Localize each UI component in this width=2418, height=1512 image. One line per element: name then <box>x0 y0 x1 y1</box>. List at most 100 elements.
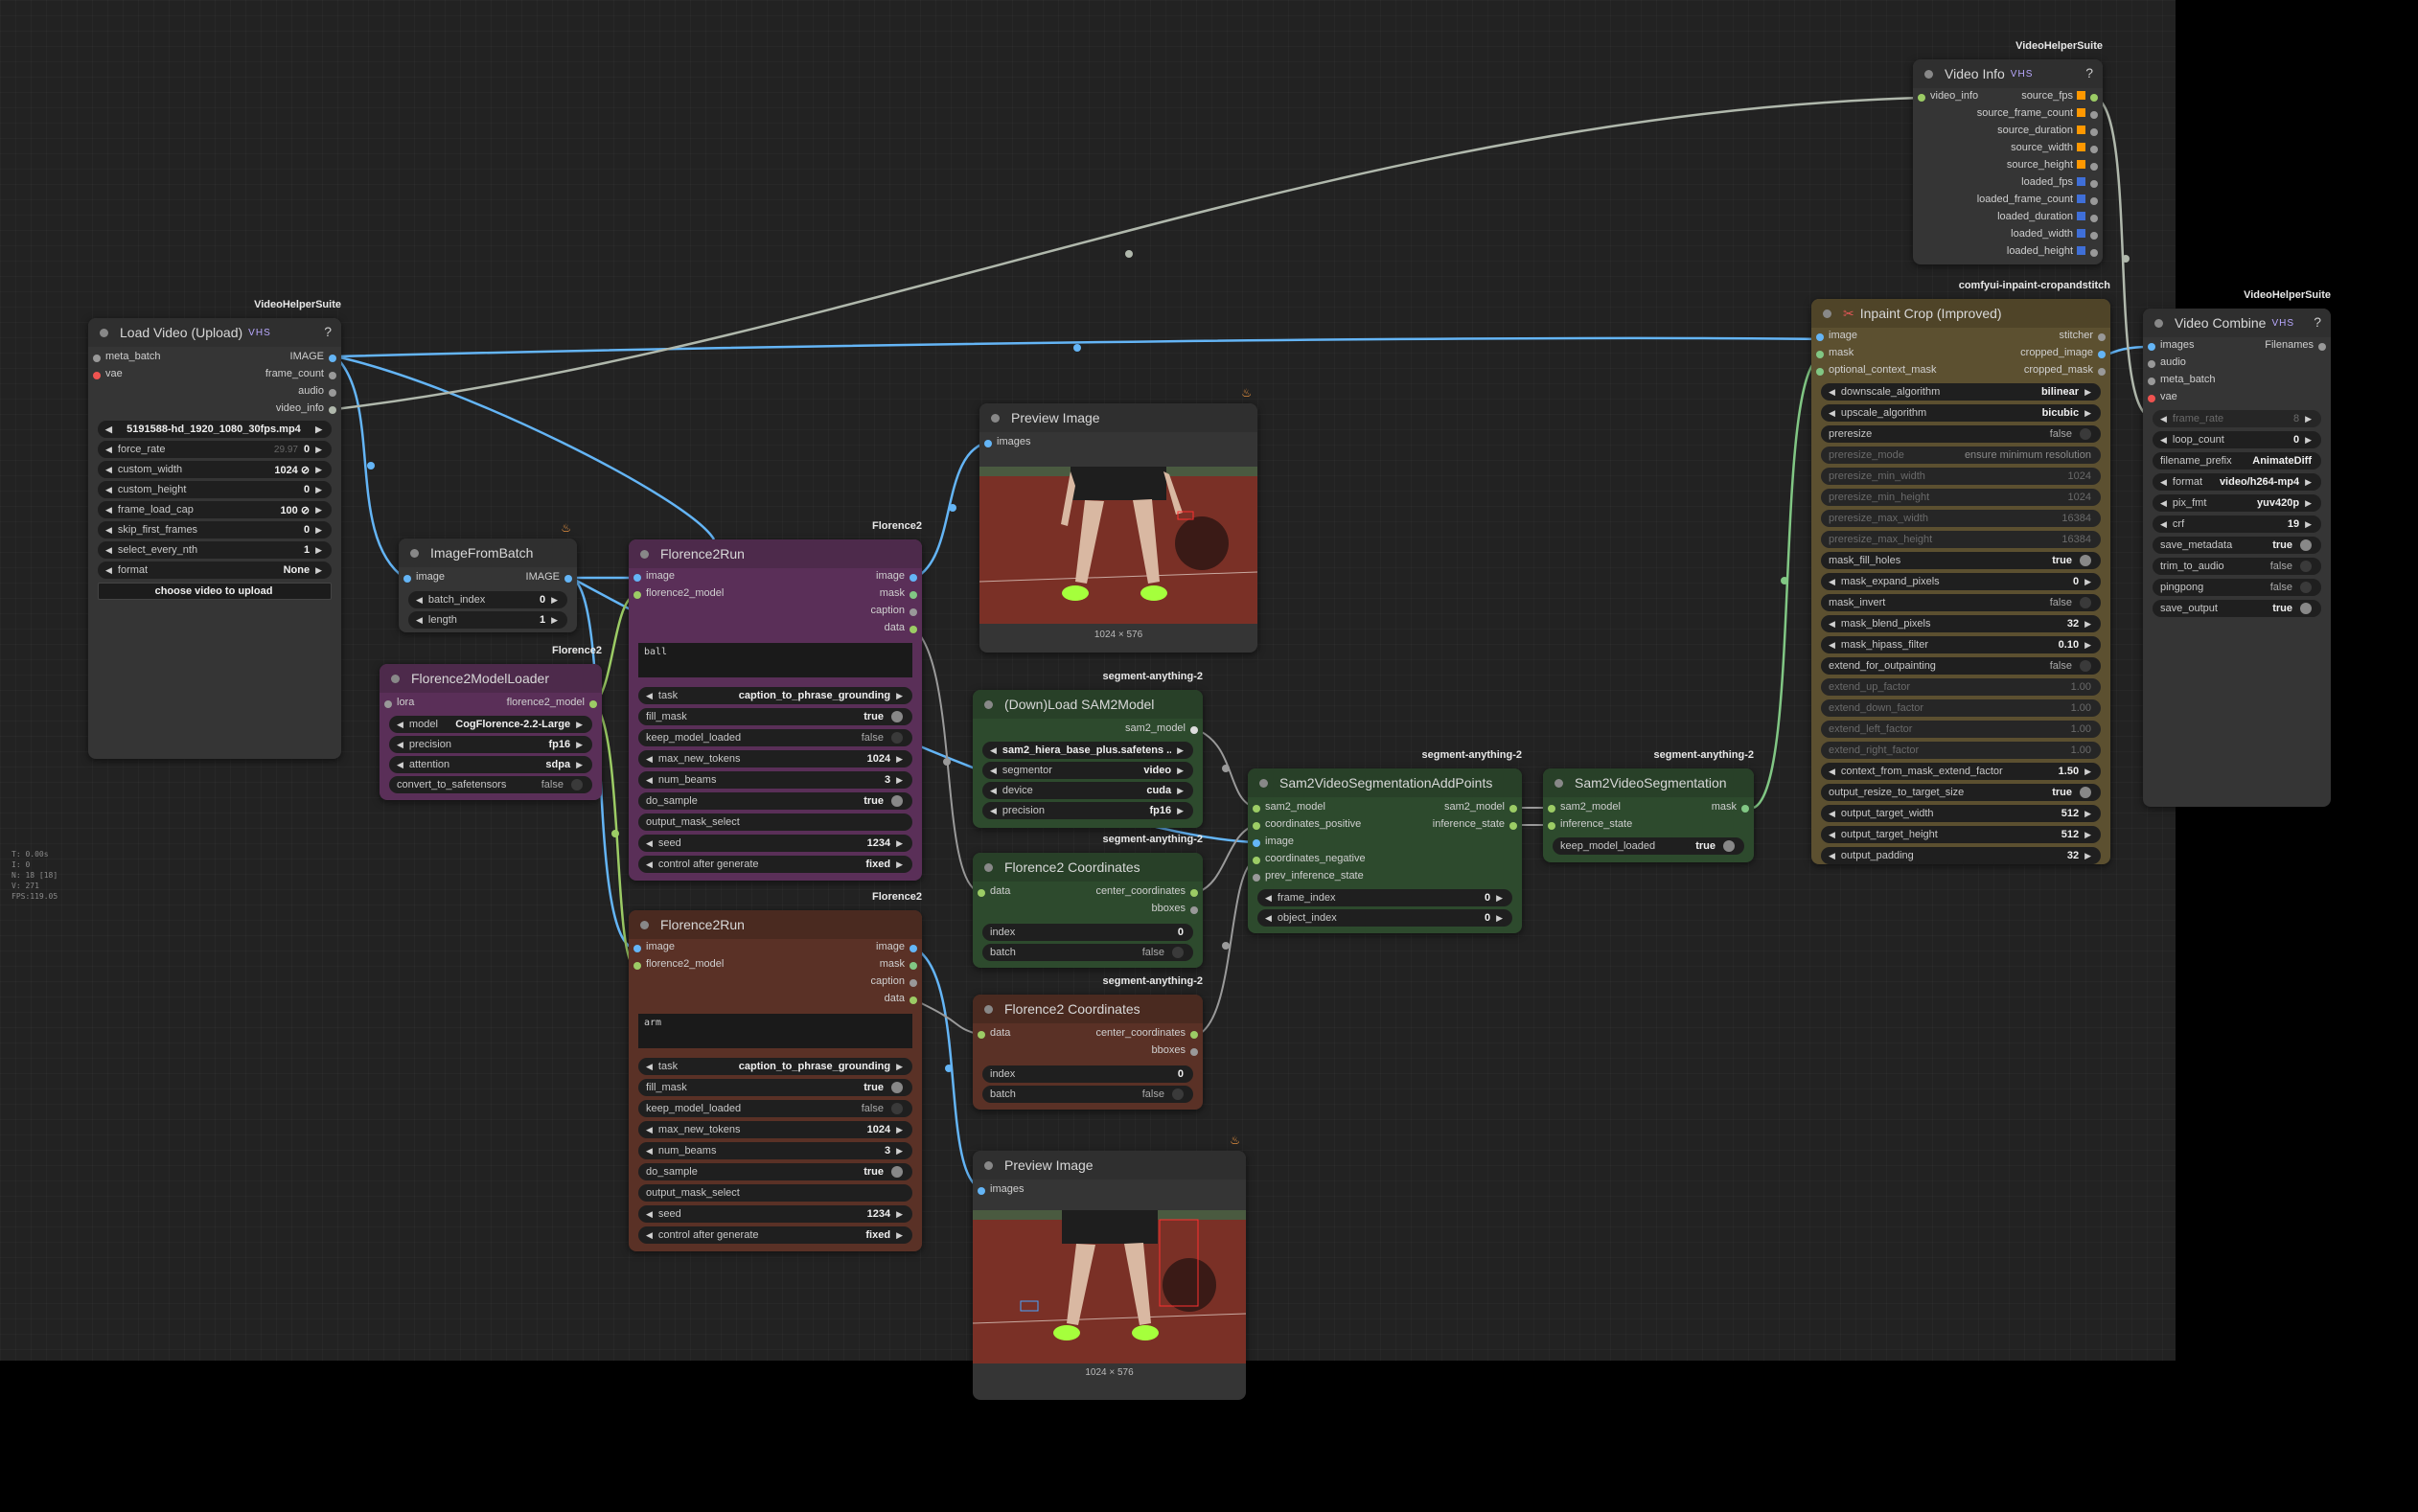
node-header[interactable]: (Down)Load SAM2Model <box>973 690 1203 719</box>
node-header[interactable]: Preview Image <box>973 1151 1246 1180</box>
input-image[interactable]: image <box>1811 330 2110 345</box>
collapse-dot-icon[interactable] <box>640 549 649 559</box>
input-image[interactable]: image <box>629 941 922 956</box>
collapse-dot-icon[interactable] <box>1924 69 1933 79</box>
output-mask-select-field[interactable]: output_mask_select <box>638 813 912 831</box>
collapse-dot-icon[interactable] <box>984 699 993 709</box>
input-audio[interactable]: audio <box>2143 356 2331 372</box>
input-florence2-model[interactable]: florence2_model <box>629 587 922 603</box>
node-sam2-add-points[interactable]: segment-anything-2 Sam2VideoSegmentation… <box>1248 749 1522 933</box>
toggle-icon[interactable] <box>571 779 583 790</box>
node-florence2-coordinates-1[interactable]: segment-anything-2 Florence2 Coordinates… <box>973 834 1203 968</box>
node-image-from-batch[interactable]: ♨ ImageFromBatch image IMAGE ◀batch_inde… <box>399 521 577 632</box>
input-coordinates-positive[interactable]: coordinates_positive <box>1248 818 1522 834</box>
output-image[interactable]: IMAGE <box>290 351 341 366</box>
output-image[interactable]: IMAGE <box>526 571 577 586</box>
collapse-dot-icon[interactable] <box>2154 318 2163 328</box>
input-sam2-model[interactable]: sam2_model <box>1248 801 1522 816</box>
output-audio[interactable]: audio <box>298 385 341 401</box>
output-loaded-frame-count[interactable]: loaded_frame_count <box>1977 194 2103 209</box>
node-header[interactable]: Video Combine VHS <box>2143 309 2331 337</box>
toggle-icon[interactable] <box>2300 582 2312 593</box>
node-header[interactable]: Sam2VideoSegmentation <box>1543 768 1754 797</box>
collapse-dot-icon[interactable] <box>410 548 419 558</box>
output-data[interactable]: data <box>885 993 922 1008</box>
input-inference-state[interactable]: inference_state <box>1543 818 1754 834</box>
node-load-video[interactable]: VideoHelperSuite Load Video (Upload) VHS… <box>88 299 341 759</box>
node-preview-image-1[interactable]: ♨ Preview Image images <box>979 386 1257 653</box>
collapse-dot-icon[interactable] <box>1259 778 1268 788</box>
node-header[interactable]: ImageFromBatch <box>399 538 577 567</box>
output-source-width[interactable]: source_width <box>2011 142 2103 157</box>
output-stitcher[interactable]: stitcher <box>2060 330 2110 345</box>
input-prev-inference-state[interactable]: prev_inference_state <box>1248 870 1522 885</box>
collapse-dot-icon[interactable] <box>1554 778 1563 788</box>
toggle-icon[interactable] <box>1723 840 1735 852</box>
input-images[interactable]: images <box>973 1183 1246 1199</box>
prompt-textarea[interactable]: arm <box>638 1014 912 1048</box>
output-loaded-fps[interactable]: loaded_fps <box>2021 176 2103 192</box>
output-caption[interactable]: caption <box>871 605 922 620</box>
output-cropped-mask[interactable]: cropped_mask <box>2024 364 2110 379</box>
output-center-coordinates[interactable]: center_coordinates <box>1095 1027 1203 1042</box>
help-icon[interactable]: ? <box>2314 314 2321 330</box>
collapse-dot-icon[interactable] <box>1823 309 1831 318</box>
preview-image-thumbnail[interactable] <box>979 467 1257 624</box>
output-mask-select-field[interactable]: output_mask_select <box>638 1184 912 1202</box>
prompt-textarea[interactable]: ball <box>638 643 912 677</box>
node-florence2-model-loader[interactable]: Florence2 Florence2ModelLoader lora flor… <box>380 645 602 800</box>
collapse-dot-icon[interactable] <box>640 920 649 929</box>
input-images[interactable]: images <box>979 436 1257 451</box>
input-mask[interactable]: mask <box>1811 347 2110 362</box>
output-image[interactable]: image <box>876 570 922 585</box>
output-image[interactable]: image <box>876 941 922 956</box>
collapse-dot-icon[interactable] <box>984 862 993 872</box>
input-image[interactable]: image <box>629 570 922 585</box>
output-source-duration[interactable]: source_duration <box>1997 125 2103 140</box>
upload-button[interactable]: choose video to upload <box>98 583 332 600</box>
node-load-sam2-model[interactable]: segment-anything-2 (Down)Load SAM2Model … <box>973 671 1203 828</box>
input-optional-context-mask[interactable]: optional_context_mask <box>1811 364 2110 379</box>
output-cropped-image[interactable]: cropped_image <box>2020 347 2110 362</box>
output-mask[interactable]: mask <box>880 958 922 974</box>
input-vae[interactable]: vae <box>88 368 341 383</box>
output-loaded-width[interactable]: loaded_width <box>2011 228 2103 243</box>
node-header[interactable]: Florence2Run <box>629 539 922 568</box>
toggle-icon[interactable] <box>891 732 903 744</box>
output-video-info[interactable]: video_info <box>276 402 341 418</box>
output-source-frame-count[interactable]: source_frame_count <box>1977 107 2103 123</box>
input-images[interactable]: images <box>2143 339 2331 355</box>
